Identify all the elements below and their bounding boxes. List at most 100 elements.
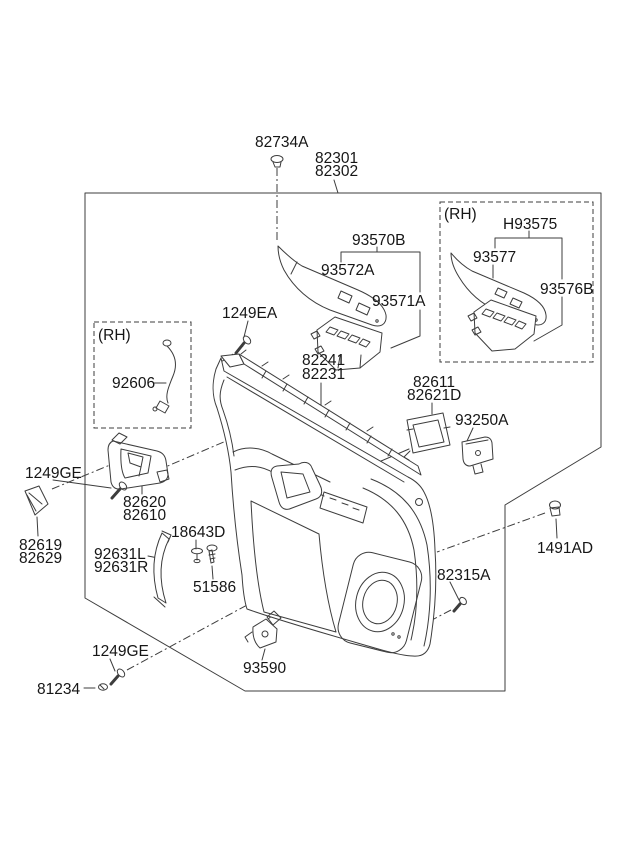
clip-head: [192, 548, 203, 554]
switch-lh-stubs: [311, 331, 361, 368]
rh-variant-box-right: [440, 202, 593, 362]
label-82620: 82620: [123, 494, 166, 511]
switch-93590-face: [262, 631, 268, 637]
fasteners: [99, 156, 561, 691]
label-93572a: 93572A: [321, 262, 375, 279]
screw-82315A-part: [454, 596, 468, 611]
cap-82619-part: [25, 486, 48, 515]
speaker-outer-ring: [349, 567, 410, 637]
bracket-93570B: [341, 247, 420, 348]
switch-rh-stubs: [468, 313, 481, 335]
wire-bottom-connector: [156, 401, 169, 413]
strap-hooks: [154, 531, 171, 607]
label-1491ad: 1491AD: [537, 540, 593, 557]
label-82315a: 82315A: [437, 567, 491, 584]
wire-top-connector: [163, 340, 171, 346]
handle-ear-top: [112, 433, 127, 444]
bracket-outer: [407, 413, 450, 453]
front-edge-band-inner: [363, 488, 417, 640]
clip-82734A-stem: [273, 162, 281, 167]
leader-93250A: [467, 428, 473, 441]
switch-mount-hole: [416, 499, 423, 506]
clip-base: [194, 559, 200, 562]
handle-lever: [128, 453, 143, 476]
cap-detail: [27, 493, 42, 511]
bezel-93572A-part: [278, 246, 386, 326]
leader-82619: [37, 517, 38, 536]
label-82611: 82611: [413, 374, 455, 391]
screw-1249GE-lower-line: [127, 552, 345, 670]
label-rh-left: (RH): [98, 327, 131, 344]
leader-1249GE-lower: [110, 659, 115, 671]
bezel-lh-dot: [376, 320, 378, 322]
clip-82734A-head: [271, 156, 283, 163]
screw-1249GE-lower-part: [111, 668, 126, 684]
label-h93575: H93575: [503, 216, 557, 233]
bracket-foot: [404, 427, 450, 460]
label-81234: 81234: [37, 681, 80, 698]
wire-cable: [167, 346, 176, 403]
handle-housing: [108, 441, 168, 489]
label-93577: 93577: [473, 249, 516, 266]
screw-51586-shaft: [209, 550, 215, 563]
bracket-H93575: [495, 231, 562, 341]
label-82241: 82241: [302, 352, 345, 369]
grommet-1491AD-line: [437, 513, 545, 552]
wire-end-ring: [153, 407, 157, 411]
screw-51586-part: [207, 545, 217, 563]
label-82621d: 82621D: [407, 387, 461, 404]
wiring-92606-part: [153, 340, 175, 413]
switch-93590-part: [245, 611, 281, 648]
screw-1249GE-upper-part: [112, 481, 128, 498]
speaker-dot-2: [398, 636, 400, 638]
switch-mount-tray: [320, 492, 367, 523]
switch-lh-buttons: [326, 327, 370, 347]
label-1249ge-lower: 1249GE: [92, 643, 149, 660]
bezel-rh-slot-2: [510, 298, 522, 308]
leader-93590: [262, 649, 265, 660]
main-outline: [85, 193, 601, 691]
leader-1249EA: [244, 321, 248, 337]
clip-81234-head: [99, 684, 108, 690]
switch-rh-body: [474, 300, 536, 351]
speaker-inner-ring: [358, 577, 402, 628]
door-trim-panel: [213, 358, 436, 656]
part-labels: 82734A 82301 82302 93570B 93572A 93571A …: [19, 134, 593, 698]
screw-1249GE-lower-shaft: [111, 676, 118, 684]
screw-1249EA-part: [236, 335, 252, 354]
switch-93571A-part: [311, 317, 382, 370]
belt-strip-band: [239, 354, 421, 475]
label-93576b: 93576B: [540, 281, 593, 298]
label-82610: 82610: [123, 507, 166, 524]
bracket-82611-part: [404, 413, 450, 460]
screw-1249EA-threads: [238, 346, 246, 354]
switch-93590-plunger: [267, 611, 281, 625]
armrest-upper-edge: [233, 448, 330, 482]
belt-strip-part: [221, 354, 421, 475]
bezel-rh-outline: [451, 253, 546, 325]
label-93571a: 93571A: [372, 293, 426, 310]
switch-93250A-face: [476, 451, 481, 456]
bezel-lh-crease: [291, 262, 297, 274]
leader-1491AD: [556, 519, 557, 538]
pull-handle-recess: [271, 462, 322, 509]
label-rh-right: (RH): [444, 206, 477, 223]
speaker-dot-1: [392, 633, 394, 635]
label-82619: 82619: [19, 537, 62, 554]
strap-92631-part: [154, 531, 171, 607]
label-92606: 92606: [112, 375, 155, 392]
handle-cup: [121, 449, 151, 478]
clip-81234-detail: [100, 685, 104, 689]
grommet-1491AD-body: [550, 507, 560, 516]
switch-93250A-body: [462, 437, 493, 466]
front-edge-band-outer: [371, 479, 430, 646]
bezel-rh-slot-1: [495, 288, 507, 298]
switch-93250A-part: [462, 437, 493, 474]
door-top-edge-inner: [227, 377, 404, 482]
bezel-lh-slot-2: [356, 303, 370, 315]
label-93590: 93590: [243, 660, 286, 677]
door-left-contour: [220, 380, 234, 456]
map-pocket: [251, 501, 336, 632]
